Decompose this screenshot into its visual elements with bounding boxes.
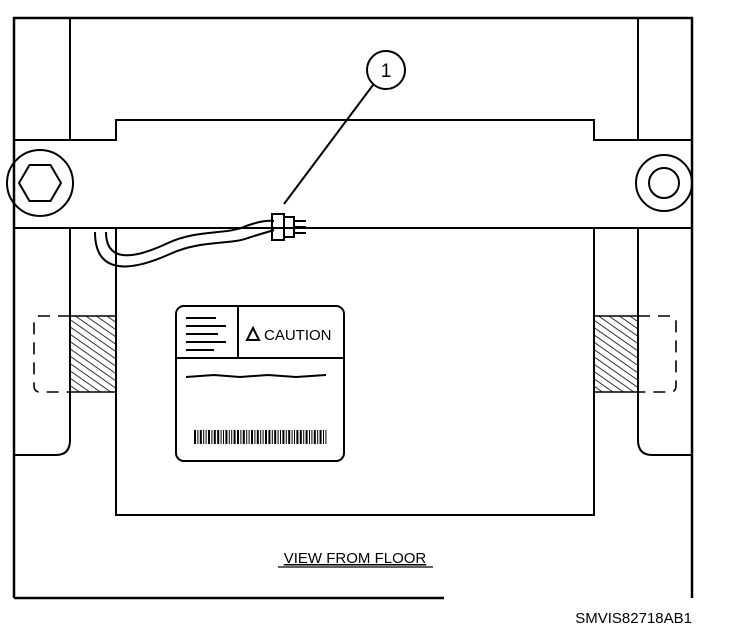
view-caption: VIEW FROM FLOOR bbox=[284, 550, 427, 567]
barcode-bar bbox=[291, 430, 293, 444]
barcode-bar bbox=[323, 430, 324, 444]
cross-member-bracket bbox=[14, 119, 692, 141]
barcode-bar bbox=[220, 430, 222, 444]
caution-label bbox=[175, 305, 345, 462]
barcode-bar bbox=[242, 430, 245, 444]
right-side-rail bbox=[637, 18, 692, 456]
barcode-bar bbox=[233, 430, 236, 444]
callout-leader-line bbox=[283, 84, 374, 205]
barcode-bar bbox=[303, 430, 305, 444]
barcode-bar bbox=[288, 430, 291, 444]
barcode-bar bbox=[294, 430, 295, 444]
barcode-bar bbox=[208, 430, 210, 444]
harness-wire-inner bbox=[105, 219, 275, 257]
barcode-bar bbox=[240, 430, 242, 444]
label-text-line bbox=[185, 373, 327, 379]
barcode-bar bbox=[280, 430, 281, 444]
barcode-bar bbox=[309, 430, 310, 444]
barcode-bar bbox=[271, 430, 273, 444]
barcode-bar bbox=[223, 430, 224, 444]
barcode-bar bbox=[231, 430, 233, 444]
barcode-bar bbox=[265, 430, 267, 444]
barcode-bar bbox=[260, 430, 262, 444]
left-hidden-bracket bbox=[33, 315, 70, 393]
barcode-bar bbox=[313, 430, 316, 444]
barcode-bar bbox=[246, 430, 248, 444]
right-mounting-nut-icon bbox=[635, 154, 693, 212]
barcode-bar bbox=[268, 430, 271, 444]
barcode-bar bbox=[248, 430, 250, 444]
barcode-bar bbox=[285, 430, 287, 444]
barcode-bar bbox=[194, 430, 196, 444]
right-hatched-section bbox=[593, 315, 639, 393]
figure-code: SMVIS82718AB1 bbox=[575, 610, 692, 627]
barcode-bar bbox=[319, 430, 322, 444]
barcode-bar bbox=[325, 430, 327, 444]
barcode-bar bbox=[217, 430, 220, 444]
barcode-bar bbox=[256, 430, 259, 444]
barcode-bar bbox=[213, 430, 216, 444]
right-hidden-bracket bbox=[638, 315, 677, 393]
module-body bbox=[115, 227, 595, 516]
warning-triangle-icon bbox=[245, 325, 261, 341]
barcode-bar bbox=[228, 430, 230, 444]
manual-book-icon bbox=[186, 317, 226, 351]
barcode-bar bbox=[199, 430, 202, 444]
barcode-bar bbox=[225, 430, 228, 444]
left-mounting-bolt-icon bbox=[6, 149, 74, 217]
barcode-bar bbox=[299, 430, 302, 444]
barcode-bar bbox=[305, 430, 308, 444]
barcode-bar bbox=[211, 430, 213, 444]
barcode-bar bbox=[296, 430, 299, 444]
caution-label-heading: CAUTION bbox=[264, 327, 332, 344]
harness-wire-outer bbox=[94, 229, 275, 268]
barcode-bar bbox=[277, 430, 279, 444]
label-barcode bbox=[194, 430, 327, 444]
barcode-bar bbox=[262, 430, 264, 444]
barcode-bar bbox=[274, 430, 277, 444]
callout-circle bbox=[366, 50, 406, 90]
left-side-rail bbox=[14, 18, 71, 456]
barcode-bar bbox=[317, 430, 319, 444]
left-hatched-section bbox=[69, 315, 117, 393]
barcode-bar bbox=[254, 430, 256, 444]
barcode-bar bbox=[197, 430, 199, 444]
floor-panel-outline bbox=[12, 16, 694, 598]
barcode-bar bbox=[205, 430, 207, 444]
barcode-bar bbox=[251, 430, 253, 444]
barcode-bar bbox=[237, 430, 239, 444]
barcode-bar bbox=[311, 430, 313, 444]
harness-connector-icon bbox=[271, 213, 306, 241]
barcode-bar bbox=[203, 430, 205, 444]
barcode-bar bbox=[282, 430, 285, 444]
callout-number: 1 bbox=[381, 61, 392, 82]
